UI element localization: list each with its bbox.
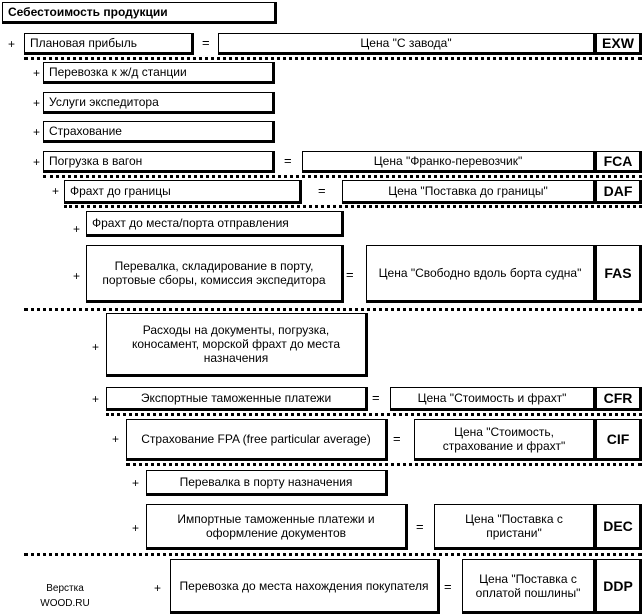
price-label: Цена "Поставка с оплатой пошлины" [475, 571, 581, 600]
cost-label: Импортные таможенные платежи и оформлени… [177, 512, 375, 540]
equals-sign: = [318, 183, 326, 198]
cost-label: Страхование FPA (free particular average… [141, 432, 371, 446]
plus-sign: + [33, 66, 41, 80]
price-label: Цена "Стоимость, страхование и фрахт" [442, 425, 566, 453]
equals-sign: = [202, 35, 210, 50]
separator-line [43, 175, 642, 178]
incoterm-code-daf: DAF [596, 180, 642, 204]
separator-line [24, 57, 642, 60]
cost-label: Расходы на документы, погрузка, коносаме… [132, 323, 340, 365]
cost-label: Перевозка до места нахождения покупателя [179, 578, 429, 593]
cost-label: Фрахт до места/порта отправления [92, 216, 289, 230]
cost-box-destination-handling: Перевалка в порту назначения [146, 470, 388, 496]
credit-line-1: Верстка [46, 583, 84, 594]
code-label: EXW [602, 35, 634, 51]
price-box-exw: Цена "С завода" [218, 33, 596, 55]
cost-label: Перевалка, складирование в порту, портов… [102, 259, 326, 287]
cost-box-planned-profit: Плановая прибыль [24, 33, 194, 55]
equals-sign: = [416, 519, 424, 534]
incoterm-code-dec: DEC [596, 504, 642, 550]
separator-line [24, 553, 642, 556]
equals-sign: = [444, 579, 452, 594]
credit-line-2: WOOD.RU [40, 598, 90, 609]
plus-sign: + [33, 96, 41, 110]
incoterm-code-fca: FCA [596, 151, 642, 173]
cost-label: Услуги экспедитора [49, 95, 159, 109]
plus-sign: + [8, 37, 16, 51]
plus-sign: + [73, 269, 81, 283]
equals-sign: = [393, 431, 401, 446]
cost-box-freight-border: Фрахт до границы [64, 180, 302, 204]
price-box-fca: Цена "Франко-перевозчик" [302, 151, 596, 173]
cost-box-forwarder: Услуги экспедитора [43, 92, 275, 114]
cost-label: Перевалка в порту назначения [179, 475, 353, 489]
price-label: Цена "Стоимость и фрахт" [417, 391, 567, 405]
cost-box-delivery-buyer: Перевозка до места нахождения покупателя [170, 559, 440, 614]
equals-sign: = [346, 267, 354, 282]
separator-line [106, 413, 642, 416]
code-label: CIF [606, 431, 630, 447]
price-label: Цена "Свободно вдоль борта судна" [378, 266, 582, 280]
credit-text: Верстка WOOD.RU [30, 581, 100, 611]
cost-label: Погрузка в вагон [49, 154, 143, 168]
cost-label: Плановая прибыль [30, 36, 137, 50]
price-label: Цена "С завода" [360, 36, 452, 50]
cost-box-freight-port: Фрахт до места/порта отправления [86, 211, 344, 237]
plus-sign: + [92, 392, 100, 406]
price-box-ddp: Цена "Поставка с оплатой пошлины" [462, 559, 596, 614]
code-label: FAS [604, 265, 632, 281]
cost-label: Фрахт до границы [70, 184, 171, 198]
cost-box-port-handling: Перевалка, складирование в порту, портов… [86, 245, 344, 303]
incoterm-code-exw: EXW [596, 33, 642, 55]
title-box: Себестоимость продукции [2, 2, 277, 24]
plus-sign: + [33, 125, 41, 139]
cost-box-import-duties: Импортные таможенные платежи и оформлени… [146, 504, 408, 550]
code-label: DDP [603, 577, 633, 594]
separator-line [126, 463, 642, 466]
price-box-fas: Цена "Свободно вдоль борта судна" [366, 245, 596, 303]
price-box-cfr: Цена "Стоимость и фрахт" [390, 387, 596, 411]
incoterm-code-cif: CIF [596, 419, 642, 461]
plus-sign: + [154, 581, 162, 595]
code-label: DEC [603, 518, 633, 534]
cost-box-wagon-loading: Погрузка в вагон [43, 151, 275, 173]
equals-sign: = [284, 153, 292, 168]
equals-sign: = [372, 390, 380, 405]
plus-sign: + [92, 340, 100, 354]
code-label: CFR [603, 390, 633, 406]
price-label: Цена "Поставка до границы" [388, 184, 548, 198]
separator-line [24, 308, 642, 311]
price-box-cif: Цена "Стоимость, страхование и фрахт" [414, 419, 596, 461]
cost-box-documents-freight: Расходы на документы, погрузка, коносаме… [106, 313, 368, 377]
plus-sign: + [132, 476, 140, 490]
cost-box-fpa-insurance: Страхование FPA (free particular average… [126, 419, 388, 461]
plus-sign: + [132, 521, 140, 535]
cost-box-insurance: Страхование [43, 121, 275, 143]
plus-sign: + [52, 184, 60, 198]
plus-sign: + [33, 155, 41, 169]
cost-box-export-duties: Экспортные таможенные платежи [106, 387, 368, 411]
code-label: FCA [603, 153, 633, 169]
code-label: DAF [603, 183, 633, 199]
plus-sign: + [112, 432, 120, 446]
price-box-dec: Цена "Поставка с пристани" [434, 504, 596, 550]
price-box-daf: Цена "Поставка до границы" [342, 180, 596, 204]
price-label: Цена "Поставка с пристани" [465, 512, 563, 540]
title: Себестоимость продукции [8, 5, 168, 19]
incoterm-code-fas: FAS [596, 245, 642, 303]
cost-label: Экспортные таможенные платежи [140, 391, 332, 405]
cost-label: Перевозка к ж/д станции [49, 65, 187, 79]
plus-sign: + [73, 222, 81, 236]
separator-line [64, 205, 642, 208]
cost-label: Страхование [49, 124, 122, 138]
price-label: Цена "Франко-перевозчик" [373, 154, 523, 168]
cost-box-rail-transport: Перевозка к ж/д станции [43, 62, 275, 84]
incoterm-code-cfr: CFR [596, 387, 642, 411]
incoterm-code-ddp: DDP [596, 559, 642, 614]
